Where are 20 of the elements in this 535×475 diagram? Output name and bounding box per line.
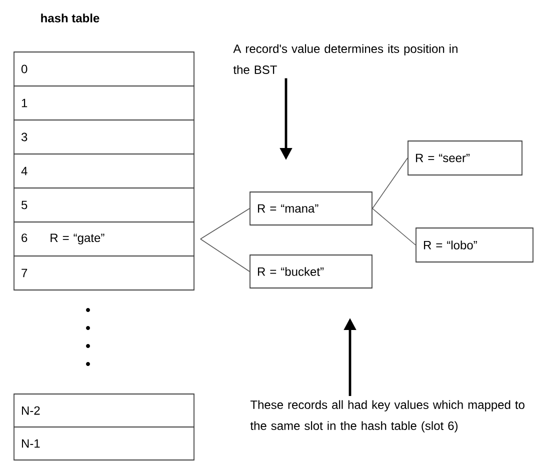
table-title: hash table xyxy=(41,14,100,22)
table-slot: 3 xyxy=(14,120,194,154)
table-slot: 6 R = “gate” xyxy=(14,222,194,256)
table-slot: 0 xyxy=(14,52,194,86)
annotation-text: These records all had key values which mapped to the same slot in the hash table (slot 6) xyxy=(250,400,524,432)
record-box: R = “bucket” xyxy=(250,254,372,288)
table-slot: N-1 xyxy=(14,426,194,460)
record-box: R = “lobo” xyxy=(416,228,534,262)
record-box: R = “mana” xyxy=(250,192,372,226)
table-slot: 5 xyxy=(14,188,194,222)
connector-line xyxy=(372,208,416,246)
record-box: R = “seer” xyxy=(408,140,522,176)
connector-line xyxy=(372,158,408,209)
table-slot: N-2 xyxy=(14,394,194,428)
table-slot: 1 xyxy=(14,86,194,120)
annotation-text: A record's value determines its position in the BST xyxy=(233,44,458,74)
connector-line xyxy=(200,238,250,272)
table-slot: 7 xyxy=(14,256,194,290)
table-slot: 4 xyxy=(14,154,194,188)
connector-line xyxy=(200,208,250,240)
